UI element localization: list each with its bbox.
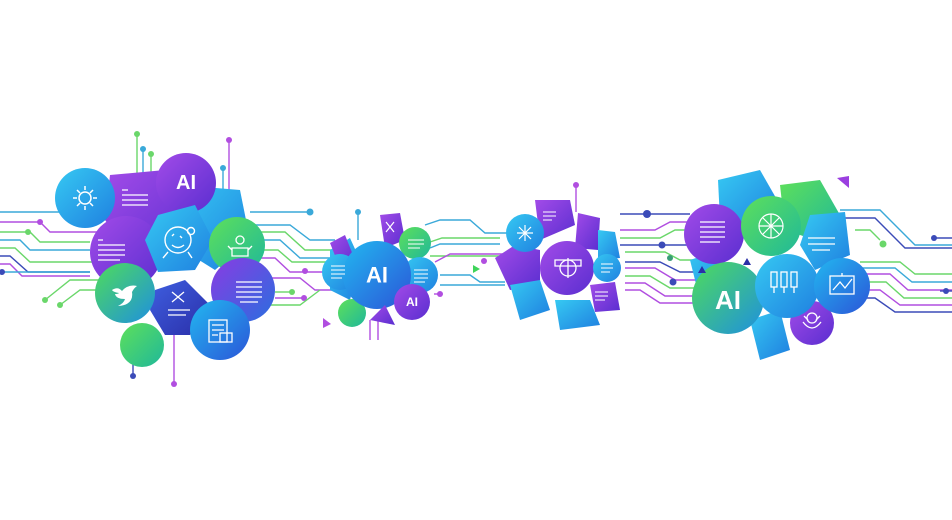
ai-large-label: AI <box>366 263 388 288</box>
target-gear-icon <box>554 258 582 278</box>
ai-label: AI <box>176 172 196 194</box>
ai-label: AI <box>715 285 741 315</box>
cluster-2: AI AI <box>322 213 438 327</box>
tools-icon <box>168 291 190 316</box>
newspaper-icon <box>208 319 233 343</box>
bar-gauge-icon <box>770 271 798 293</box>
ai-small-label: AI <box>406 295 418 309</box>
globe-network-icon <box>758 213 784 239</box>
text-lines-icon <box>595 263 613 301</box>
document-icon <box>700 221 725 243</box>
sparkle-icon <box>517 225 533 241</box>
gear-icon <box>73 186 97 210</box>
chart-icon <box>829 273 855 295</box>
robot-icon <box>227 235 253 257</box>
document-icon <box>408 239 424 249</box>
twitter-bird-icon <box>112 285 137 306</box>
text-lines-icon <box>98 239 125 261</box>
cluster-3 <box>495 200 621 330</box>
tools-icon <box>385 221 395 233</box>
robot-head-icon <box>802 312 822 329</box>
cluster-1: AI <box>55 153 275 367</box>
text-lines-icon <box>236 281 262 303</box>
document-icon <box>122 189 148 206</box>
cluster-4: AI <box>684 170 870 360</box>
document-icon <box>543 211 556 221</box>
face-network-icon <box>162 226 196 259</box>
text-lines-icon <box>331 265 428 283</box>
text-lines-icon <box>808 237 835 251</box>
